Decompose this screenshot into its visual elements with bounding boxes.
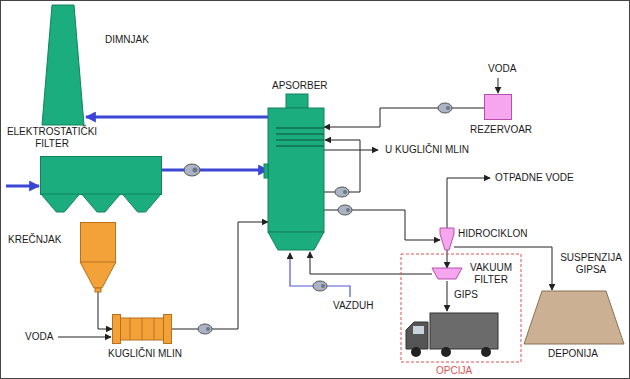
vacuum-filter-outline: [432, 268, 462, 280]
electrostatic-filter-outline: [40, 156, 162, 214]
node-label: APSORBER: [272, 80, 328, 92]
node-label: HIDROCIKLON: [458, 228, 527, 240]
node-label: DEPONIJA: [548, 348, 598, 360]
flow-label: GIPS: [453, 289, 479, 301]
slurry-pipe: [98, 292, 112, 329]
vacuum-filter: VAKUUM FILTER: [432, 268, 462, 280]
slurry-pipe: [310, 252, 432, 274]
slurry-pipe: [454, 247, 552, 290]
slurry-pipe: [447, 250, 448, 268]
gypsum-line: [447, 281, 448, 311]
flue-gas-duct: [86, 116, 268, 119]
pump-symbol: [313, 281, 327, 291]
water-inlet-line: [498, 78, 499, 93]
absorber-tower: APSORBER: [268, 94, 324, 252]
pump-symbol: [335, 187, 349, 197]
flue-gas-duct: [162, 169, 268, 172]
gypsum-pile-outline: [522, 290, 626, 345]
gypsum-pile: DEPONIJA: [522, 290, 626, 345]
node-label: VAKUUM FILTER: [466, 262, 516, 286]
absorber-tower-outline: [268, 94, 324, 252]
pump-symbol: [438, 103, 452, 113]
flow-label: VAZDUH: [332, 300, 374, 312]
node-label: KREČNJAK: [8, 234, 61, 246]
limestone-silo-outline: [80, 222, 116, 292]
flow-label: VODA: [24, 331, 54, 343]
ball-mill-outline: [112, 314, 172, 344]
node-label: DIMNJAK: [105, 34, 149, 46]
pump-symbol: [198, 324, 212, 334]
electrostatic-filter: ELEKTROSTATIČKI FILTER: [40, 156, 162, 214]
limestone-silo: KREČNJAK: [80, 222, 116, 292]
chimney-outline: [40, 5, 86, 127]
pump-symbol: [184, 164, 200, 176]
option-region: OPCIJAVAKUUM FILTER: [400, 253, 522, 363]
hydrocyclone: HIDROCIKLON: [440, 228, 454, 250]
ball-mill: KUGLIČNI MLIN: [112, 314, 172, 344]
flow-label: U KUGLIČNI MLIN: [384, 144, 470, 156]
node-label: OPCIJA: [436, 365, 472, 377]
water-to-mill-line: [58, 337, 111, 338]
flow-label: VODA: [487, 63, 517, 75]
slurry-outlet-line: [324, 150, 378, 151]
hydrocyclone-outline: [440, 228, 454, 250]
node-label: ELEKTROSTATIČKI FILTER: [2, 126, 102, 150]
waste-water-line: [447, 178, 490, 228]
slurry-pipe: [172, 222, 268, 329]
edge-label: SUSPENZIJA GIPSA: [556, 252, 626, 276]
flue-gas-inlet: [6, 185, 39, 188]
water-tank-outline: [484, 94, 512, 120]
node-label: KUGLIČNI MLIN: [108, 348, 182, 360]
node-label: REZERVOAR: [470, 124, 532, 136]
truck: [406, 313, 498, 357]
slurry-pipe: [324, 108, 484, 127]
recirculation-line: [324, 140, 360, 192]
chimney: DIMNJAK: [40, 5, 86, 127]
air-line: [290, 253, 350, 297]
water-tank: REZERVOAR: [484, 94, 512, 120]
pump-symbol: [338, 205, 352, 215]
flow-label: OTPADNE VODE: [494, 172, 575, 184]
